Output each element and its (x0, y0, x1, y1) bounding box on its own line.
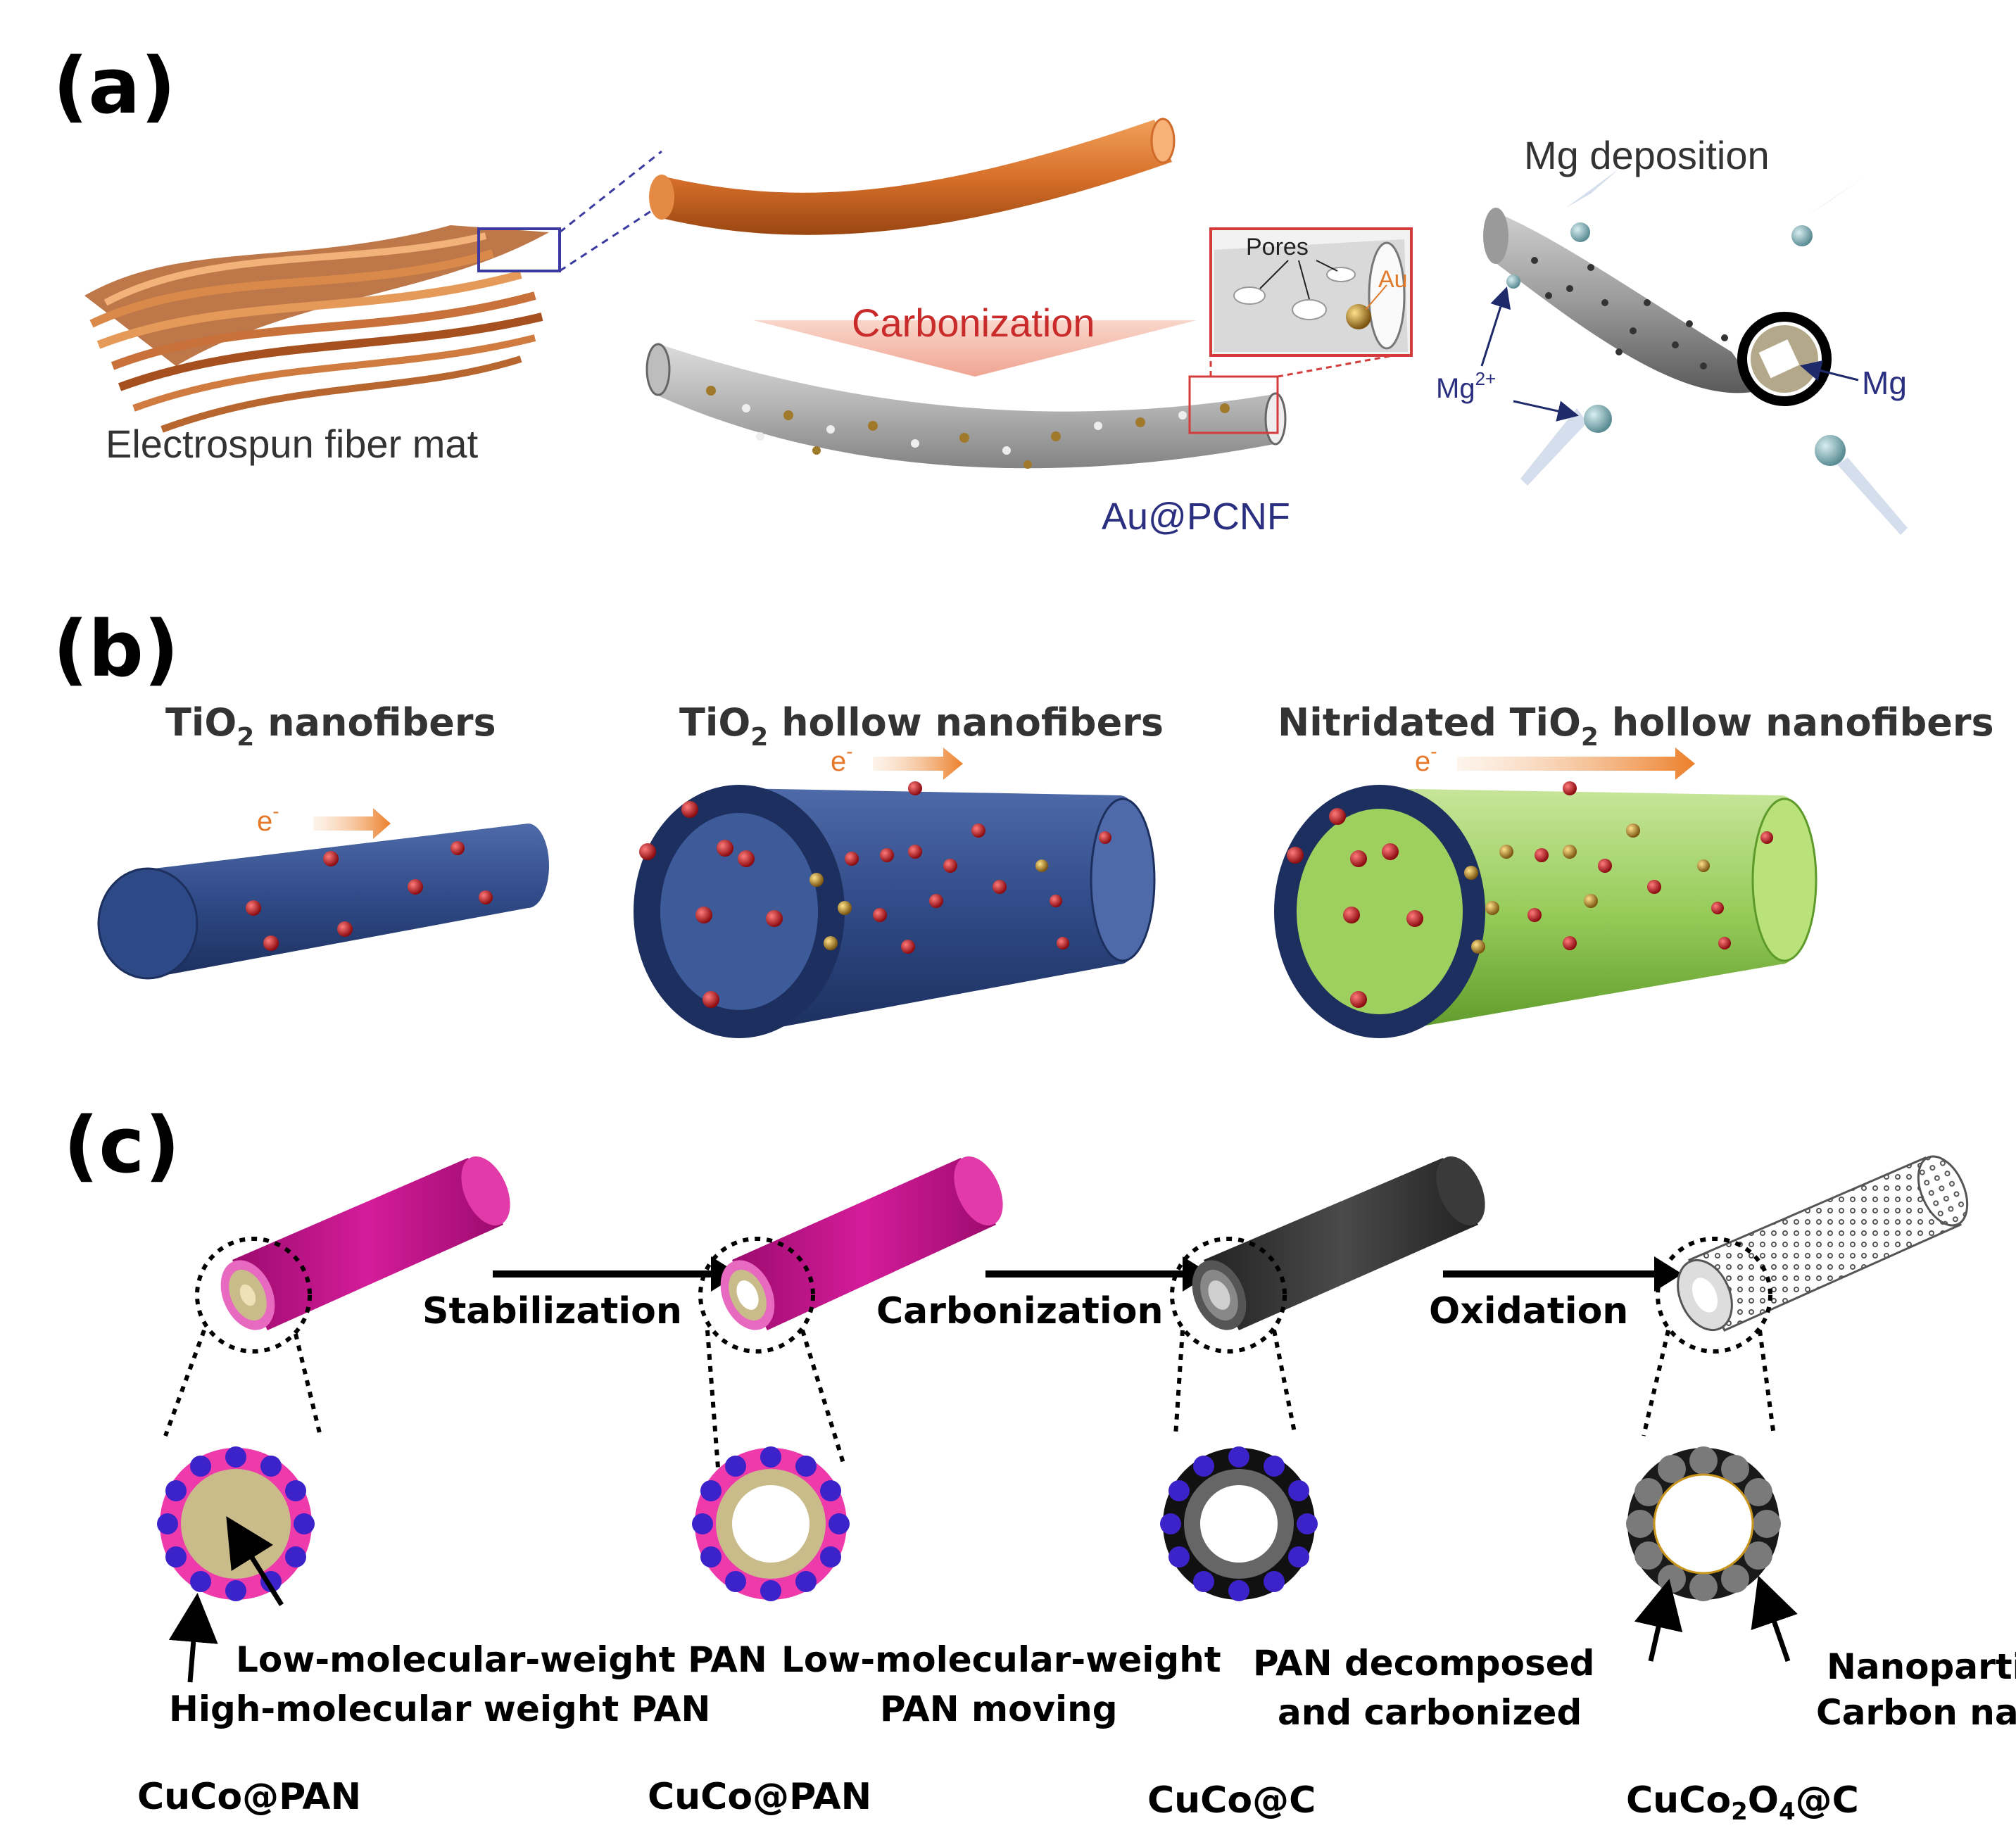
stage2-product: CuCo@PAN (648, 1776, 871, 1818)
stage4-product-s1: 2 (1731, 1798, 1748, 1826)
stage4-product-post: @C (1796, 1779, 1859, 1822)
electron-arrow-3 (1457, 747, 1695, 780)
stage3-label-2: and carbonized (1278, 1692, 1582, 1733)
au-pcnf-label: Au@PCNF (1102, 496, 1290, 538)
fiber1-name: TiO (165, 700, 237, 745)
tio2-nanofiber (97, 824, 549, 980)
stage3-zoom-circle (1170, 1237, 1287, 1354)
copper-fiber (649, 118, 1176, 235)
stage1-zoom-circle (195, 1237, 312, 1354)
electron-label-3-sup: - (1430, 740, 1437, 762)
fiber1-title: TiO2 nanofibers (165, 700, 496, 752)
fiber2-sub: 2 (750, 723, 768, 752)
fiber-mat-label: Electrospun fiber mat (106, 422, 479, 466)
fiber1-sub: 2 (237, 723, 254, 752)
electron-label-3: e- (1415, 740, 1437, 777)
electron-label-2-sup: - (846, 740, 852, 762)
electron-label-3-e: e (1415, 746, 1430, 777)
panel-c-letter: (c) (63, 1100, 180, 1190)
stage2-fiber (698, 1156, 1003, 1468)
mg-metal-arrow (1800, 360, 1859, 381)
stage3-product: CuCo@C (1147, 1779, 1316, 1822)
fiber3-name: Nitridated TiO (1278, 700, 1581, 745)
panel-b: (b) TiO2 nanofibers e- TiO2 hollow nanof… (53, 604, 1994, 1038)
electron-label-2-e: e (831, 746, 846, 777)
nitridated-tio2-hollow-nanofiber (1274, 781, 1817, 1038)
electron-arrow-2 (873, 747, 963, 780)
stage1-fiber (163, 1156, 510, 1437)
tio2-hollow-nanofiber (634, 781, 1156, 1038)
arrow-carbonization (985, 1256, 1211, 1292)
stage4-label-cnt: Carbon nanotube (1816, 1692, 2016, 1733)
mg-deposition-title: Mg deposition (1524, 133, 1770, 177)
mg-ion-label: Mg2+ (1436, 368, 1496, 404)
stage4-label-nanoparticle: Nanoparticle (1827, 1646, 2016, 1687)
stage1-label-high: High-molecular weight PAN (169, 1689, 710, 1729)
stage2-cross-section (692, 1446, 850, 1601)
stage4-product-s2: 4 (1779, 1798, 1796, 1826)
arrow-oxidation (1443, 1256, 1682, 1292)
stage2-zoom-circle (698, 1237, 815, 1354)
stage4-product-pre: CuCo (1626, 1779, 1731, 1822)
stage4-product-mid: O (1748, 1779, 1779, 1822)
carbonization-label: Carbonization (852, 301, 1095, 345)
stage1-product: CuCo@PAN (137, 1776, 361, 1818)
electron-arrow-1 (313, 808, 391, 839)
stage4-zoom-circle (1656, 1237, 1772, 1354)
stage4-fiber (1642, 1155, 1969, 1437)
fiber2-name: TiO (679, 700, 750, 745)
mg-deposition-fiber (1483, 208, 1832, 406)
pores-inset (1209, 227, 1413, 357)
stage4-cross-section (1626, 1446, 1798, 1663)
porous-carbon-fiber (645, 343, 1394, 469)
mg-ion-charge: 2+ (1475, 368, 1497, 389)
stage1-label-low: Low-molecular-weight PAN (236, 1639, 767, 1680)
panel-a: (a) Electrospun fiber mat Carbonization (53, 41, 1908, 538)
step-stabilization: Stabilization (422, 1290, 682, 1332)
zoom-box (477, 227, 561, 272)
mg-ion-base: Mg (1436, 373, 1475, 404)
electron-label-2: e- (831, 740, 853, 777)
electron-label-1-sup: - (272, 800, 279, 822)
step-carbonization: Carbonization (876, 1290, 1163, 1332)
stage3-cross-section (1160, 1446, 1318, 1601)
step-oxidation: Oxidation (1429, 1290, 1628, 1332)
stage2-label-2: PAN moving (880, 1689, 1118, 1729)
fiber1-rest: nanofibers (254, 700, 496, 745)
tube-end-ring (1737, 312, 1832, 406)
pores-label: Pores (1246, 234, 1309, 260)
mg-ions (1506, 169, 1908, 535)
au-label: Au (1378, 266, 1408, 293)
ion-arrow-1 (1480, 286, 1511, 367)
panel-a-letter: (a) (53, 41, 176, 131)
stage4-product: CuCo2O4@C (1626, 1779, 1859, 1826)
electrospun-fiber-mat (84, 150, 662, 433)
stage1-cross-section (157, 1446, 315, 1683)
electron-label-1-e: e (257, 806, 272, 837)
panel-c: (c) Low-molecular-weight PAN Hig (63, 1100, 2016, 1826)
arrow-stabilization (493, 1256, 739, 1292)
fiber3-sub: 2 (1581, 723, 1599, 752)
fiber3-rest: hollow nanofibers (1599, 700, 1994, 745)
fiber2-title: TiO2 hollow nanofibers (679, 700, 1164, 752)
mg-metal-label: Mg (1862, 365, 1907, 401)
stage2-label-1: Low-molecular-weight (781, 1639, 1221, 1680)
panel-b-letter: (b) (53, 604, 179, 694)
stage3-label-1: PAN decomposed (1253, 1643, 1594, 1684)
fiber2-rest: hollow nanofibers (768, 700, 1164, 745)
fiber3-title: Nitridated TiO2 hollow nanofibers (1278, 700, 1994, 752)
electron-label-1: e- (257, 800, 279, 837)
ion-arrow-2 (1513, 400, 1579, 422)
inset-source-box (1188, 375, 1279, 434)
stage3-fiber (1170, 1156, 1485, 1437)
carbonization-arrow (753, 320, 1197, 377)
